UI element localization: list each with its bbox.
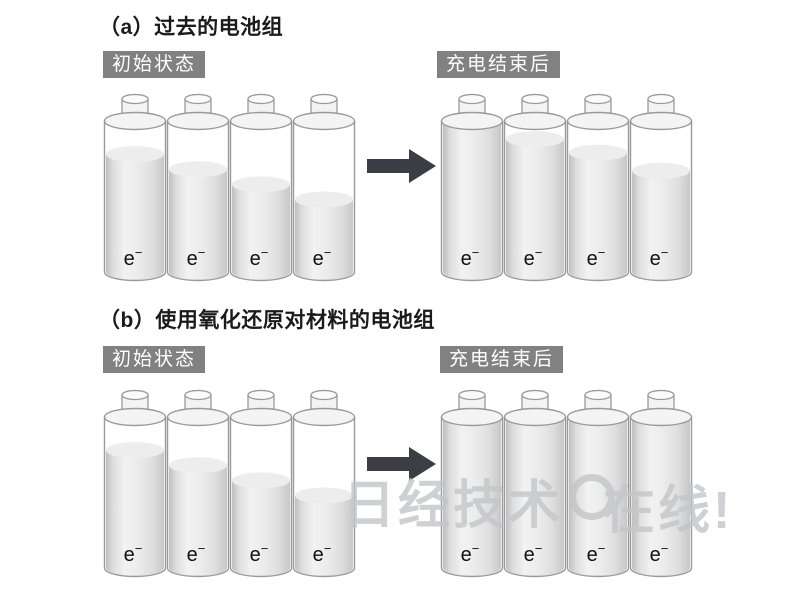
battery: e− xyxy=(629,389,693,578)
battery: e− xyxy=(229,93,293,282)
battery: e− xyxy=(503,93,567,282)
battery: e− xyxy=(103,93,167,282)
section-b-after-battery-group: e−e−e−e− xyxy=(440,386,693,579)
battery: e− xyxy=(292,389,356,578)
battery: e− xyxy=(503,389,567,578)
right-arrow-icon xyxy=(367,447,436,481)
right-arrow-icon xyxy=(367,149,436,183)
section-a-after-battery-group: e−e−e−e− xyxy=(440,90,693,283)
section-a-initial-state-badge: 初始状态 xyxy=(103,51,206,78)
battery: e− xyxy=(292,93,356,282)
section-a-initial-battery-group: e−e−e−e− xyxy=(103,90,356,283)
battery: e− xyxy=(166,93,230,282)
section-b-after-charge-badge: 充电结束后 xyxy=(440,346,564,373)
section-a-title: （a）过去的电池组 xyxy=(99,16,284,39)
section-b-initial-state-badge: 初始状态 xyxy=(103,346,206,373)
section-b-initial-battery-group: e−e−e−e− xyxy=(103,386,356,579)
battery: e− xyxy=(566,389,630,578)
battery: e− xyxy=(440,93,504,282)
battery: e− xyxy=(629,93,693,282)
battery: e− xyxy=(566,93,630,282)
battery: e− xyxy=(440,389,504,578)
section-b-title: （b）使用氧化还原对材料的电池组 xyxy=(99,309,435,332)
battery: e− xyxy=(166,389,230,578)
battery: e− xyxy=(103,389,167,578)
battery: e− xyxy=(229,389,293,578)
section-a-after-charge-badge: 充电结束后 xyxy=(437,51,561,78)
